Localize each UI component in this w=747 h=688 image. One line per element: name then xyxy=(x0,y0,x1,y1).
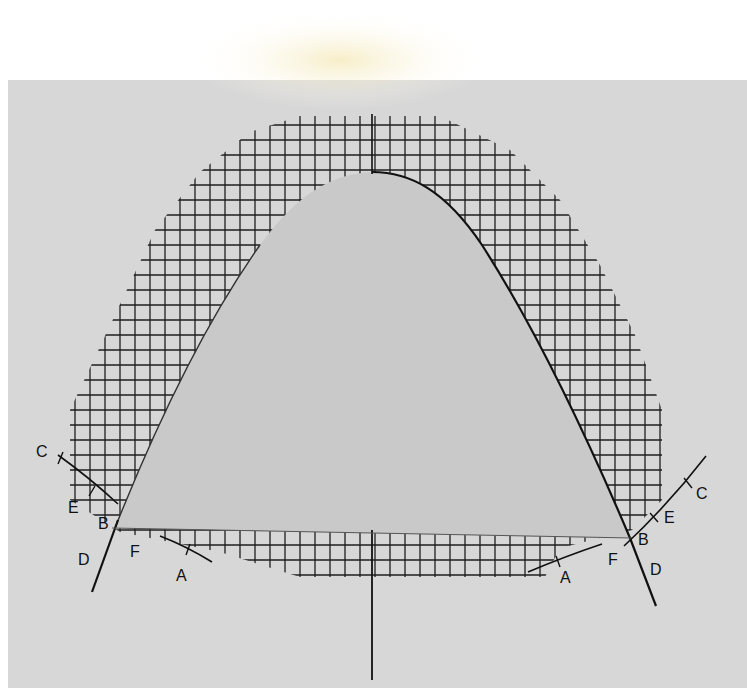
tick xyxy=(186,544,190,555)
arc-ce-left xyxy=(58,455,118,504)
grid-line xyxy=(55,154,680,155)
point-letter: D xyxy=(650,562,662,578)
midline-bottom xyxy=(371,530,373,680)
grid-line xyxy=(55,169,680,170)
grid-line xyxy=(55,109,680,110)
point-letter: C xyxy=(696,486,708,502)
point-letter: E xyxy=(68,500,79,516)
arc-fa-right xyxy=(528,544,602,572)
template-edge-right xyxy=(372,172,656,606)
point-letter: A xyxy=(560,570,571,586)
point-letter: D xyxy=(78,552,90,568)
point-letter: B xyxy=(98,516,109,532)
tick xyxy=(89,486,95,496)
grid-line xyxy=(659,105,660,590)
tick xyxy=(58,452,63,464)
tick xyxy=(684,478,692,488)
watermark-glow xyxy=(190,10,490,110)
arc-ce-right xyxy=(624,456,706,546)
grid-line xyxy=(55,139,680,140)
grid-line xyxy=(644,105,645,590)
midline-top xyxy=(371,114,373,174)
grid-line xyxy=(629,105,630,590)
grid-line xyxy=(55,124,680,125)
point-letter: E xyxy=(664,510,675,526)
point-letter: B xyxy=(638,532,649,548)
arc-fa-left xyxy=(160,536,212,562)
grid-hatching xyxy=(55,105,680,590)
point-letter: A xyxy=(176,568,187,584)
grid-line xyxy=(89,105,90,590)
template-base xyxy=(112,528,632,538)
point-letter: F xyxy=(608,552,618,568)
tick xyxy=(650,513,658,522)
point-letter: F xyxy=(130,544,140,560)
photo-ground xyxy=(8,80,747,688)
tick xyxy=(556,556,560,567)
grid-line xyxy=(55,559,680,560)
point-letter: C xyxy=(36,444,48,460)
grid-line xyxy=(59,105,60,590)
grid-line xyxy=(55,574,680,575)
arch-template xyxy=(115,172,630,538)
template-edge-left xyxy=(115,245,260,528)
grid-line xyxy=(74,105,75,590)
grid-line xyxy=(55,544,680,545)
